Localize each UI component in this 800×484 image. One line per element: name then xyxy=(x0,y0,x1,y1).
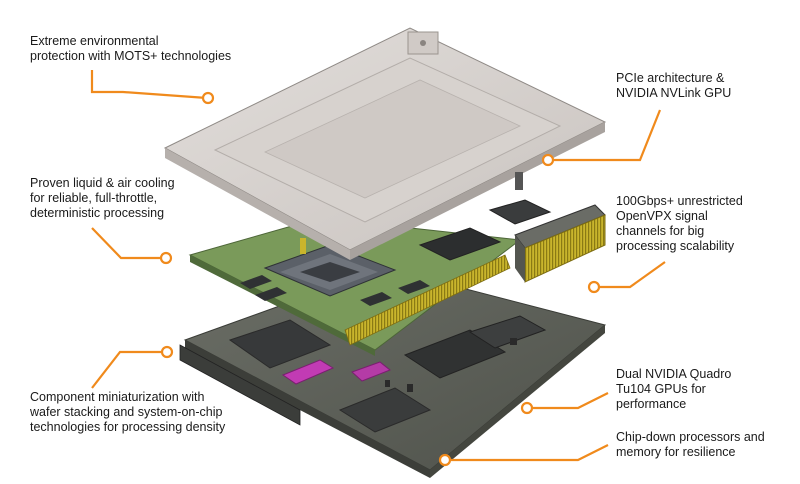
callout-pcie-nvlink: PCIe architecture & NVIDIA NVLink GPU xyxy=(616,71,732,100)
leader-pcie xyxy=(550,109,662,162)
callout-mots-protection: Extreme environmental protection with MO… xyxy=(30,34,232,63)
base-chassis xyxy=(179,267,607,478)
leader-mots xyxy=(90,70,208,100)
callout-chip-down: Chip-down processors and memory for resi… xyxy=(616,430,765,459)
cooling-lid xyxy=(163,27,607,260)
leader-miniaturization xyxy=(91,350,166,389)
callout-openvpx-channels: 100Gbps+ unrestricted OpenVPX signal cha… xyxy=(616,194,743,253)
leader-chipdown xyxy=(446,444,609,462)
callout-miniaturization: Component miniaturization with wafer sta… xyxy=(30,390,226,434)
callout-liquid-air-cooling: Proven liquid & air cooling for reliable… xyxy=(30,176,175,220)
openvpx-connector xyxy=(514,204,606,283)
leader-cooling xyxy=(91,227,165,260)
processor-board xyxy=(188,199,552,356)
callout-leaders xyxy=(90,70,666,462)
leader-gpu xyxy=(528,392,609,410)
leader-openvpx xyxy=(595,261,666,289)
callout-dots xyxy=(159,91,601,467)
callout-dual-gpus: Dual NVIDIA Quadro Tu104 GPUs for perfor… xyxy=(616,367,732,411)
